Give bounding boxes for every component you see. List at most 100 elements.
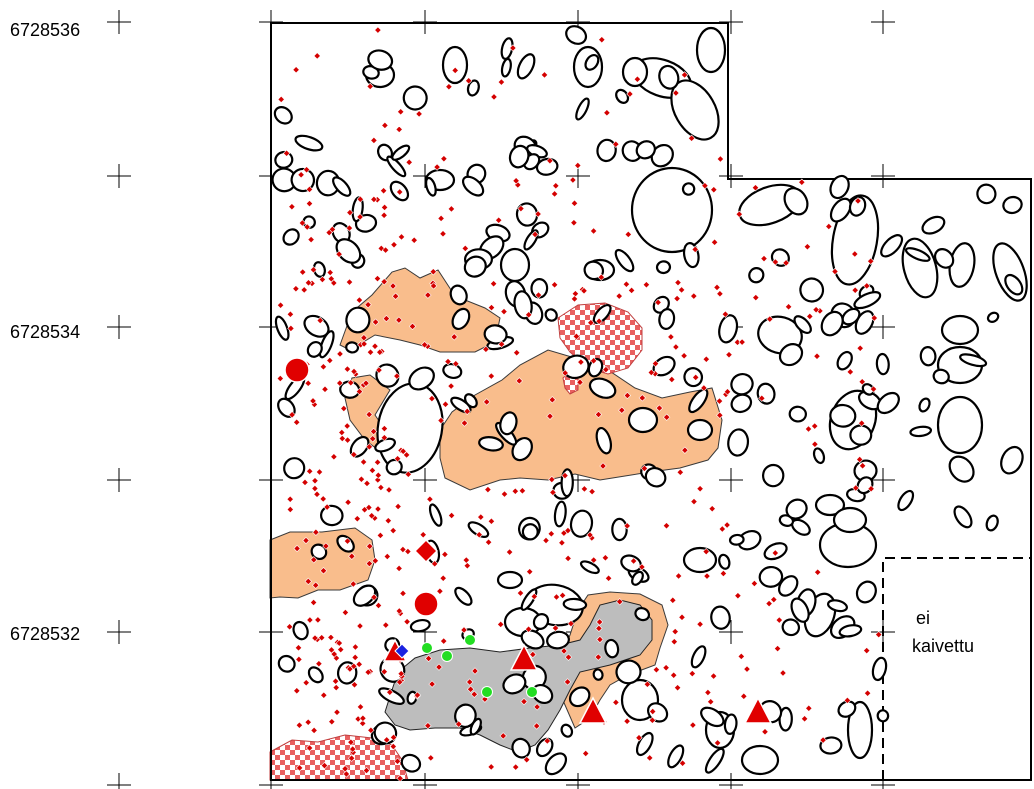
stone-outline (827, 599, 848, 613)
red-diamond-dot-icon (863, 282, 871, 290)
stone-outline (658, 64, 680, 90)
red-diamond-dot-icon (336, 379, 344, 387)
red-diamond-dot-icon (380, 278, 388, 286)
stone-outline (682, 242, 700, 269)
red-diamond-dot-icon (362, 766, 371, 775)
red-diamond-dot-icon (627, 286, 636, 295)
red-diamond-dot-icon (738, 338, 746, 346)
stone-outline (521, 664, 547, 691)
stone-outline (449, 284, 468, 306)
red-diamond-dot-icon (484, 538, 493, 546)
red-diamond-dot-icon (357, 475, 366, 483)
stone-outline (513, 290, 533, 320)
stone-outline (667, 744, 685, 769)
red-diamond-dot-icon (323, 503, 331, 511)
grid-cross (107, 10, 131, 34)
red-diamond-dot-icon (678, 613, 686, 621)
red-diamond-dot-icon (803, 243, 812, 251)
stone-outline (710, 605, 731, 630)
red-diamond-dot-icon (800, 715, 809, 723)
red-diamond-dot-icon (410, 236, 418, 244)
red-diamond-dot-icon (516, 589, 525, 597)
red-diamond-dot-icon (302, 536, 310, 545)
red-diamond-dot-icon (293, 544, 301, 553)
stone-outline (292, 620, 309, 641)
red-diamond-dot-icon (616, 598, 624, 606)
stone-outline (516, 53, 536, 80)
red-diamond-dot-icon (359, 714, 367, 722)
stone-outline (592, 304, 612, 324)
stone-outline (469, 717, 482, 736)
stone-outline (904, 247, 931, 262)
red-diamond-dot-icon (413, 691, 422, 699)
stone-outline (544, 308, 558, 322)
stone-outline (408, 366, 435, 391)
red-diamond-dot-icon (461, 244, 469, 253)
stone-outline (897, 489, 915, 512)
red-diamond-dot-icon (604, 574, 613, 582)
stone-outline (959, 353, 988, 368)
red-diamond-dot-icon (276, 374, 284, 383)
stone-outline (560, 468, 574, 498)
red-diamond-dot-icon (690, 292, 698, 300)
red-diamond-dot-icon (300, 286, 308, 294)
red-diamond-dot-icon (546, 412, 554, 420)
red-diamond-dot-icon (638, 394, 646, 402)
red-diamond-dot-icon (819, 736, 827, 744)
stone-outline (790, 597, 810, 623)
red-diamond-dot-icon (295, 764, 304, 772)
red-diamond-dot-icon (564, 554, 572, 563)
red-diamond-dot-icon (511, 487, 519, 495)
red-diamond-dot-icon (770, 595, 778, 604)
stone-outline (829, 403, 857, 428)
red-diamond-dot-icon (403, 618, 411, 626)
red-diamond-dot-icon (282, 149, 291, 157)
stone-outline (992, 242, 1028, 302)
red-diamond-dot-icon (651, 359, 660, 368)
red-diamond-dot-icon (370, 136, 378, 145)
red-diamond-dot-icon (761, 728, 769, 736)
red-diamond-dot-icon (773, 644, 782, 653)
red-diamond-dot-icon (760, 254, 768, 263)
stone-outline (704, 747, 725, 774)
stone-outline (723, 713, 738, 735)
red-diamond-dot-icon (533, 703, 541, 711)
stone-outline (583, 260, 605, 281)
red-diamond-dot-icon (670, 671, 678, 679)
stone-outline (730, 372, 754, 396)
stone-outline (568, 686, 591, 708)
red-diamond-dot-icon (431, 560, 439, 568)
stone-outline (848, 195, 867, 217)
red-diamond-dot-icon (751, 184, 760, 192)
red-diamond-dot-icon (362, 379, 370, 387)
red-diamond-dot-icon (395, 564, 403, 573)
red-diamond-dot-icon (370, 593, 378, 601)
red-diamond-dot-icon (561, 471, 569, 480)
northing-label-bottom: 6728532 (10, 624, 80, 644)
stone-outline (740, 744, 780, 776)
red-diamond-dot-icon (708, 505, 716, 513)
red-diamond-dot-icon (487, 372, 495, 380)
red-diamond-dot-icon (869, 385, 878, 393)
red-diamond-dot-icon (570, 199, 579, 207)
red-diamond-dot-icon (672, 89, 680, 97)
red-diamond-dot-icon (752, 293, 760, 302)
red-diamond-dot-icon (312, 581, 320, 589)
stone-outline (846, 700, 874, 760)
red-triangle-icon (578, 696, 608, 724)
red-diamond-dot-icon (640, 464, 649, 473)
stone-outline (730, 393, 753, 414)
red-diamond-dot-icon (713, 739, 722, 747)
red-diamond-dot-icon (750, 579, 759, 588)
red-diamond-dot-icon (509, 44, 517, 52)
red-diamond-dot-icon (389, 733, 398, 742)
red-diamond-dot-icon (313, 490, 321, 498)
red-diamond-dot-icon (304, 577, 312, 586)
red-diamond-dot-icon (396, 774, 404, 783)
stone-outline (523, 229, 539, 251)
stone-outline (718, 314, 739, 344)
red-diamond-dot-icon (624, 230, 632, 239)
red-diamond-dot-icon (626, 90, 634, 98)
red-diamond-dot-icon (618, 406, 626, 414)
grid-cross (107, 164, 131, 188)
